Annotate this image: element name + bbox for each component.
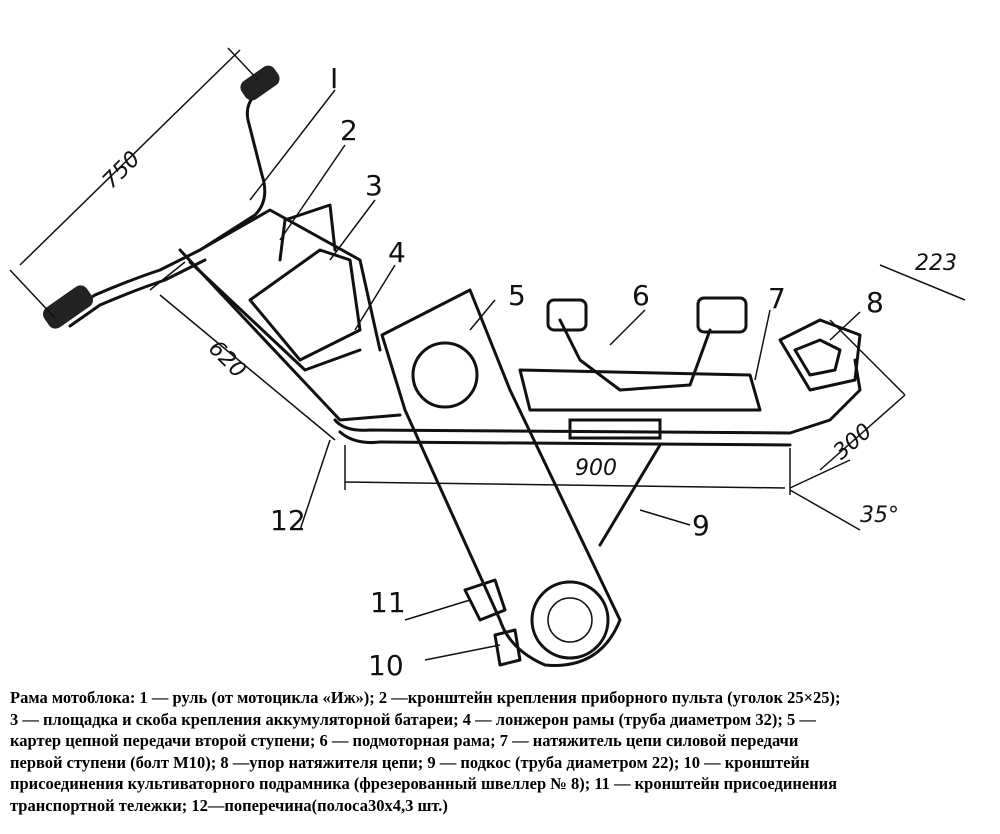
- leader-lines: [249, 89, 861, 661]
- dimension-620: 620: [203, 336, 250, 383]
- label-1: I: [330, 62, 338, 95]
- label-11: 11: [370, 586, 406, 619]
- frame-drawing: I 2 3 4 5 6 7 8 9 10 11 12 750 620 900 2…: [9, 47, 966, 682]
- caption-line: транспортной тележки; 12—поперечина(поло…: [10, 795, 448, 815]
- dimension-750: 750: [98, 147, 145, 194]
- dimension-900: 900: [575, 456, 617, 481]
- caption-line: 3 — площадка и скоба крепления аккумулят…: [10, 709, 816, 729]
- label-4: 4: [388, 236, 406, 269]
- label-3: 3: [365, 169, 383, 202]
- engine-mount: [518, 296, 762, 412]
- label-2: 2: [340, 114, 358, 147]
- label-8: 8: [866, 286, 884, 319]
- label-7: 7: [768, 282, 786, 315]
- caption-line: картер цепной передачи второй ступени; 6…: [10, 731, 799, 750]
- handlebar: [42, 65, 280, 329]
- main-tube: [333, 358, 862, 447]
- caption-line: первой ступени (болт М10); 8 —упор натяж…: [10, 752, 810, 772]
- front-frame: [178, 203, 402, 422]
- label-5: 5: [508, 279, 526, 312]
- label-6: 6: [632, 279, 650, 312]
- caption-line: присоединения культиваторного подрамника…: [10, 774, 838, 793]
- dimension-angle-35: 35°: [860, 503, 899, 528]
- figure-caption: Рама мотоблока: 1 — руль (от мотоцикла «…: [10, 687, 995, 816]
- strut: [598, 443, 662, 547]
- label-12: 12: [270, 504, 306, 537]
- label-10: 10: [368, 649, 404, 682]
- dimension-223: 223: [915, 251, 957, 276]
- bracket-11: [463, 578, 507, 622]
- dimension-lines: [9, 47, 966, 531]
- caption-line: Рама мотоблока: 1 — руль (от мотоцикла «…: [10, 688, 841, 707]
- bracket-10: [493, 628, 522, 667]
- chain-stop: [778, 318, 862, 392]
- label-9: 9: [692, 509, 710, 542]
